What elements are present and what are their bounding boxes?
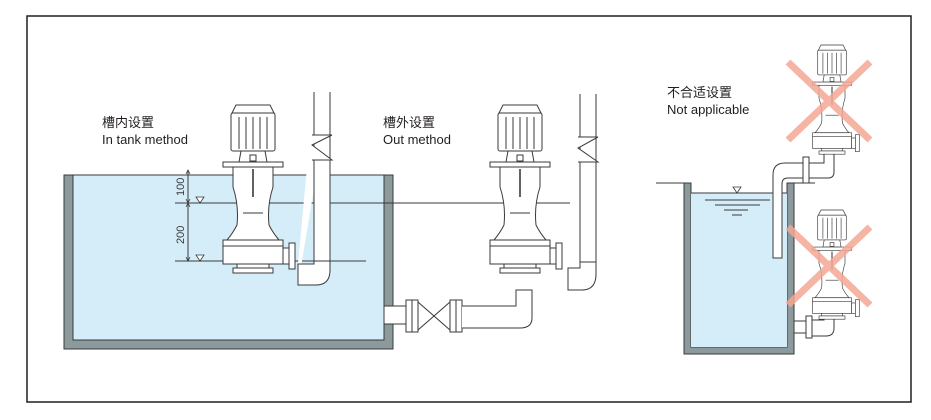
not-applicable-label-zh: 不合适设置: [667, 85, 733, 100]
dimension-label-upper: 100: [175, 178, 187, 196]
cross-mark-icon: [785, 224, 873, 308]
water-level-marker-icon: [732, 186, 742, 194]
out-tank-setup: [383, 94, 600, 333]
not-applicable-label-en: Not applicable: [667, 102, 750, 117]
dimension-label-lower: 200: [175, 226, 187, 244]
in-tank-label: 槽内设置 In tank method: [102, 114, 188, 148]
in-tank-label-zh: 槽内设置: [102, 115, 155, 130]
out-tank-label: 槽外设置 Out method: [383, 114, 451, 148]
not-applicable-label: 不合适设置 Not applicable: [667, 84, 749, 118]
water-level-marker-icon: [195, 254, 205, 262]
not-applicable-setup: [656, 44, 873, 355]
in-tank-setup: 100 200: [63, 92, 570, 350]
pipe-break-icon: [577, 136, 600, 163]
in-tank-label-en: In tank method: [102, 132, 188, 147]
out-tank-label-zh: 槽外设置: [383, 115, 436, 130]
water-level-marker-icon: [195, 196, 205, 204]
cross-mark-icon: [785, 59, 873, 143]
tank-water: [691, 193, 787, 347]
pipe-break-icon: [311, 134, 334, 161]
out-tank-label-en: Out method: [383, 132, 451, 147]
